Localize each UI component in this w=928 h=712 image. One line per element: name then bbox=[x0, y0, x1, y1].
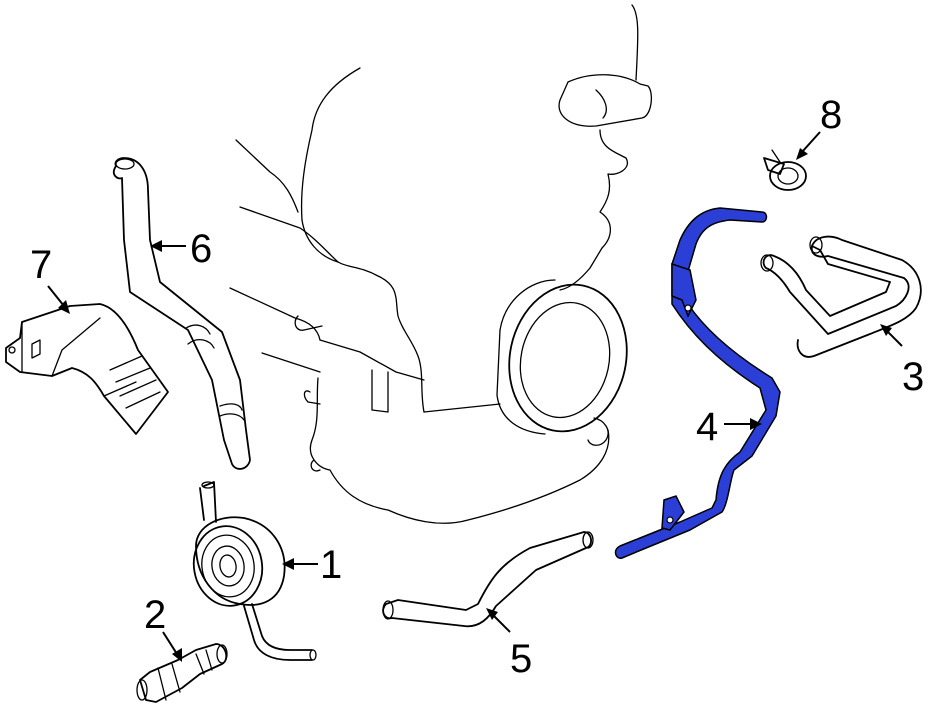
callout-3: 3 bbox=[902, 355, 924, 399]
callout-1: 1 bbox=[320, 543, 342, 587]
part-8-clamp[interactable] bbox=[763, 149, 807, 191]
part-6-hose[interactable] bbox=[112, 157, 251, 470]
engine-outline bbox=[229, 4, 653, 524]
callout-4: 4 bbox=[696, 405, 718, 449]
part-4-pipe[interactable] bbox=[614, 207, 781, 559]
callout-2: 2 bbox=[144, 593, 166, 637]
callout-5: 5 bbox=[510, 637, 532, 681]
callout-8: 8 bbox=[820, 93, 842, 137]
part-3-hose[interactable] bbox=[760, 235, 922, 358]
part-5-hose[interactable] bbox=[382, 531, 594, 628]
callout-labels: 1 2 3 4 5 6 7 8 bbox=[30, 93, 924, 681]
part-2-connector[interactable] bbox=[136, 643, 228, 703]
part-1-oil-cooler[interactable] bbox=[188, 481, 317, 661]
callout-7: 7 bbox=[30, 243, 52, 287]
callout-6: 6 bbox=[190, 227, 212, 271]
part-7-heat-shield[interactable] bbox=[5, 303, 169, 435]
callout-arrows bbox=[47, 131, 903, 662]
